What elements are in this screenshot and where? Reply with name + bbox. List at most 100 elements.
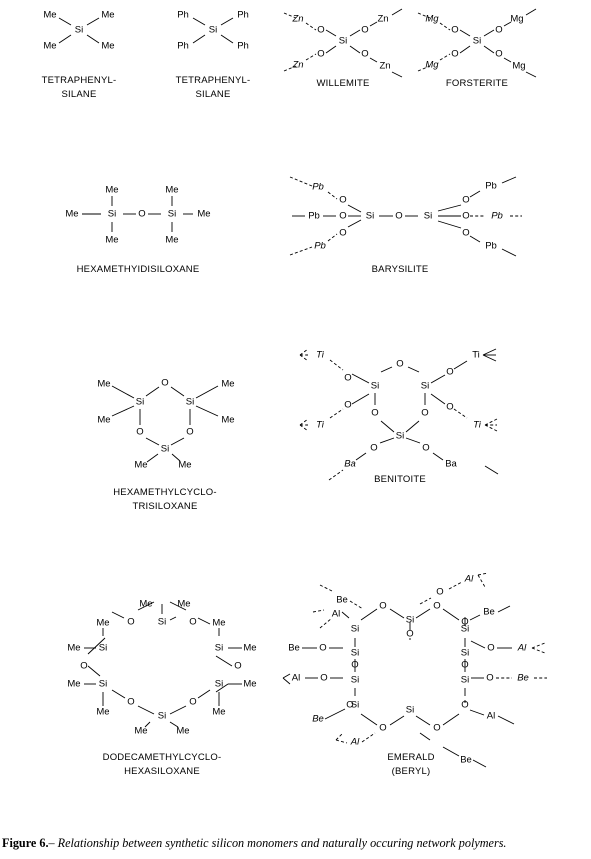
atom-al: Al [464, 574, 474, 585]
atom-o: O [451, 49, 458, 60]
atom-si: Si [168, 209, 176, 220]
structure-emerald: Si Si O O Si O Si Si O O Si Si Si O O O … [282, 572, 547, 777]
atom-pb: Pb [491, 211, 503, 222]
atom-o: O [486, 673, 493, 684]
atom-be: Be [288, 643, 300, 654]
atom-o: O [379, 723, 386, 734]
atom-si: Si [461, 624, 469, 635]
atom-me: Me [96, 618, 109, 629]
atom-o: O [346, 700, 353, 711]
atom-o: O [361, 49, 368, 60]
atom-pb: Pb [485, 181, 497, 192]
atom-be: Be [460, 755, 472, 766]
atom-o: O [379, 601, 386, 612]
atom-si: Si [339, 36, 347, 47]
structure-name: TETRAPHENYL- [42, 75, 117, 86]
atom-zn: Zn [379, 61, 390, 72]
atom-o: O [189, 617, 196, 628]
atom-o: O [446, 402, 453, 413]
atom-si: Si [473, 36, 481, 47]
atom-zn: Zn [377, 14, 388, 25]
structure-name: HEXAMETHYLCYCLO- [113, 487, 217, 498]
atom-si: Si [421, 381, 429, 392]
atom-ba: Ba [344, 459, 356, 470]
atom-me: Me [221, 415, 234, 426]
structure-hexamethylcyclotrisiloxane: O Si Si O O Si Me Me Me Me Me Me HEXAMET… [97, 378, 234, 513]
atom-si: Si [108, 209, 116, 220]
structure-name: DODECAMETHYLCYCLO- [103, 752, 222, 763]
structure-dodecamethylcyclohexasiloxane: Si O O Si Si O O Si Si O O Si Me Me Me M… [67, 599, 256, 778]
structure-name: SILANE [196, 89, 231, 100]
atom-o: O [487, 643, 494, 654]
atom-o: O [422, 443, 429, 454]
atom-si: Si [424, 211, 432, 222]
atom-o: O [495, 49, 502, 60]
atom-mg: Mg [425, 14, 439, 25]
atom-be: Be [483, 607, 495, 618]
atom-o: O [361, 25, 368, 36]
atom-me: Me [43, 10, 56, 21]
atom-si: Si [99, 643, 107, 654]
atom-si: Si [209, 25, 217, 36]
atom-pb: Pb [314, 241, 326, 252]
atom-me: Me [97, 415, 110, 426]
structure-tetraphenylsilane: Si Ph Ph Ph Ph TETRAPHENYL- SILANE [176, 10, 251, 101]
atom-me: Me [139, 599, 152, 610]
atom-si: Si [351, 648, 359, 659]
atom-ph: Ph [237, 10, 249, 21]
atom-o: O [127, 617, 134, 628]
atom-o: O [319, 643, 326, 654]
atom-me: Me [197, 209, 210, 220]
atom-o: O [495, 25, 502, 36]
atom-me: Me [134, 460, 147, 471]
atom-o: O [433, 723, 440, 734]
atom-al: Al [487, 711, 495, 722]
atom-me: Me [212, 618, 225, 629]
atom-me: Me [105, 185, 118, 196]
atom-o: O [396, 359, 403, 370]
atom-mg: Mg [512, 61, 525, 72]
atom-me: Me [243, 679, 256, 690]
atom-o: O [371, 408, 378, 419]
atom-si: Si [158, 711, 166, 722]
atom-o: O [462, 228, 469, 239]
structure-name: TETRAPHENYL- [176, 75, 251, 86]
structure-name: BARYSILITE [372, 264, 429, 275]
atom-o: O [138, 209, 145, 220]
figure-caption: Figure 6.– Relationship between syntheti… [2, 836, 591, 851]
atom-o: O [446, 367, 453, 378]
atom-me: Me [165, 185, 178, 196]
structure-hexamethyldisiloxane: Me Si Me Me O Me Si Me Me HEXAMETHYIDISI… [65, 185, 210, 276]
atom-ba: Ba [445, 459, 457, 470]
atom-me: Me [177, 599, 190, 610]
atom-ti: Ti [472, 350, 480, 361]
structure-forsterite: Mg O Si O Mg O O Mg Mg FORSTERITE [417, 8, 537, 89]
structure-name: (BERYL) [392, 766, 431, 777]
atom-si: Si [406, 615, 414, 626]
atom-si: Si [215, 643, 223, 654]
atom-ph: Ph [237, 41, 249, 52]
structure-name: SILANE [62, 89, 97, 100]
atom-o: O [436, 587, 443, 598]
atom-o: O [370, 443, 377, 454]
atom-me: Me [97, 379, 110, 390]
atom-o: O [461, 617, 468, 628]
atom-o: O [161, 378, 168, 389]
atom-zn: Zn [291, 60, 303, 71]
caption-text: – Relationship between synthetic silicon… [48, 836, 507, 850]
structure-name: HEXASILOXANE [124, 766, 200, 777]
atom-pb: Pb [308, 211, 320, 222]
atom-si: Si [366, 211, 374, 222]
atom-si: Si [396, 431, 404, 442]
atom-me: Me [221, 379, 234, 390]
atom-si: Si [75, 25, 83, 36]
atom-mg: Mg [425, 60, 439, 71]
atom-o: O [320, 673, 327, 684]
structure-name: TRISILOXANE [132, 501, 197, 512]
structure-tetramethylsilane: Si Me Me Me Me TETRAPHENYL- SILANE [42, 10, 117, 101]
atom-zn: Zn [291, 14, 303, 25]
atom-si: Si [406, 705, 414, 716]
atom-o: O [344, 373, 351, 384]
figure-label: Figure 6. [2, 836, 49, 850]
